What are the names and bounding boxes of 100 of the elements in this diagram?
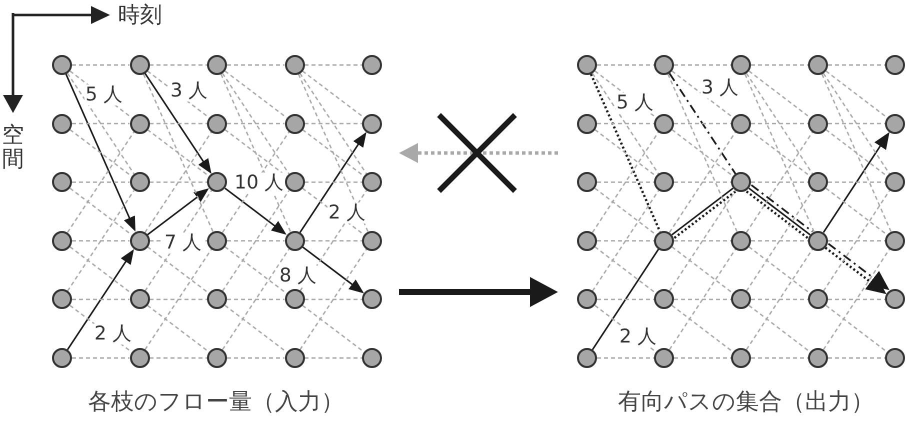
dashed-line: [748, 129, 810, 177]
dashed-line: [304, 240, 362, 242]
dashed-line: [828, 182, 885, 183]
arrow: [144, 72, 212, 174]
dashed-line: [597, 122, 654, 124]
arrow: [147, 188, 210, 236]
node-circle: [362, 289, 382, 310]
dashed-line: [302, 304, 364, 353]
dashed-line: [227, 122, 284, 124]
node-circle: [130, 114, 150, 134]
arrow: [65, 74, 136, 232]
node-circle: [731, 114, 751, 134]
dashed-line: [674, 357, 731, 359]
dashed-line: [220, 74, 292, 232]
node-circle: [808, 289, 828, 310]
dashed-line: [597, 298, 654, 300]
dashed-line: [592, 132, 660, 233]
node-circle: [731, 289, 751, 310]
dashed-line: [150, 357, 207, 359]
dashed-line: [668, 248, 736, 350]
dashed-arrow: [399, 143, 558, 163]
axis-label: 空間: [2, 124, 24, 172]
node-circle: [284, 348, 304, 368]
dashed-line: [70, 129, 132, 177]
node-circle: [885, 348, 905, 368]
dashed-line: [224, 304, 287, 353]
dashed-line: [828, 357, 885, 359]
dashed-line: [150, 64, 207, 66]
node-circle: [362, 114, 382, 134]
dashed-line: [672, 304, 734, 352]
dashed-line: [748, 70, 810, 118]
dashed-line: [751, 64, 808, 66]
dashed-line: [304, 64, 362, 66]
dashed-line: [751, 240, 808, 242]
dashed-line: [150, 122, 207, 124]
node-circle: [284, 55, 304, 75]
node-circle: [207, 230, 227, 251]
dashed-line: [822, 190, 890, 292]
dashed-line: [72, 182, 130, 183]
edge-label: 2 人: [327, 202, 367, 224]
dashed-line: [668, 72, 736, 174]
node-circle: [52, 172, 72, 192]
dashed-line: [597, 182, 654, 183]
node-circle: [731, 55, 751, 75]
dashed-line: [828, 240, 885, 242]
thick-arrow: [399, 277, 558, 307]
node-circle: [284, 289, 304, 310]
node-circle: [808, 230, 828, 251]
dashed-line: [821, 74, 892, 232]
node-circle: [52, 55, 72, 75]
node-circle: [731, 172, 751, 192]
dashed-line: [302, 70, 364, 118]
dashed-line: [299, 72, 368, 174]
dashed-line: [142, 74, 214, 232]
node-circle: [130, 230, 150, 251]
dashed-line: [224, 129, 287, 177]
node-circle: [885, 55, 905, 75]
dashed-line: [748, 246, 810, 294]
dashed-line: [746, 72, 814, 174]
dashed-line: [592, 190, 660, 292]
node-circle: [362, 230, 382, 251]
dashed-line: [674, 298, 731, 300]
dashed-line: [224, 246, 287, 294]
dashed-line: [227, 240, 284, 242]
arrow: [302, 246, 364, 294]
node-circle: [885, 172, 905, 192]
node-circle: [52, 230, 72, 251]
dashed-line: [227, 298, 284, 300]
node-circle: [362, 55, 382, 75]
dashed-line: [594, 246, 656, 294]
dashed-line: [299, 248, 368, 350]
edge-label: 3 人: [700, 78, 740, 98]
node-circle: [284, 230, 304, 251]
node-circle: [808, 55, 828, 75]
node-circle: [130, 55, 150, 75]
node-circle: [130, 172, 150, 192]
node-circle: [130, 289, 150, 310]
node-circle: [577, 230, 597, 251]
edge-label: 7 人: [163, 232, 203, 254]
node-circle: [130, 348, 150, 368]
dashed-line: [304, 357, 362, 359]
dashed-line: [298, 74, 369, 232]
dashed-line: [70, 188, 132, 236]
node-circle: [654, 55, 674, 75]
edge-label: 2 人: [93, 324, 133, 344]
edge-label: 2 人: [618, 326, 658, 348]
node-circle: [885, 114, 905, 134]
dashed-line: [746, 132, 814, 233]
dashed-line: [822, 248, 890, 350]
dashed-line: [147, 246, 210, 294]
dashed-line: [674, 182, 731, 183]
dashed-line: [826, 129, 888, 177]
dashed-line: [590, 74, 662, 232]
dashed-line: [227, 64, 284, 66]
dashed-line: [751, 122, 808, 124]
node-circle: [284, 172, 304, 192]
node-circle: [362, 348, 382, 368]
dashed-line: [70, 246, 132, 294]
node-circle: [52, 289, 72, 310]
node-circle: [52, 348, 72, 368]
